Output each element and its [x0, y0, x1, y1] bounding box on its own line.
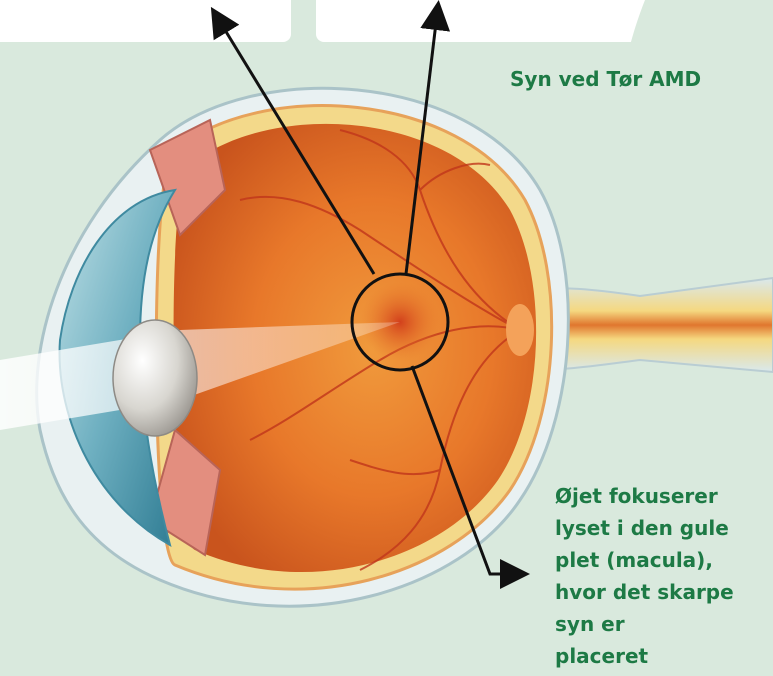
caption-text: Øjet fokuserer lyset i den gule plet (ma…	[555, 480, 770, 672]
caption-line: placeret	[555, 640, 770, 672]
diagram-title: Syn ved Tør AMD	[510, 63, 701, 95]
caption-line: hvor det skarpe	[555, 576, 770, 608]
caption-line: Øjet fokuserer	[555, 480, 770, 512]
caption-line: syn er	[555, 608, 770, 640]
caption-line: lyset i den gule	[555, 512, 770, 544]
optic-disc	[506, 304, 534, 356]
lens	[113, 320, 197, 436]
caption-line: plet (macula),	[555, 544, 770, 576]
